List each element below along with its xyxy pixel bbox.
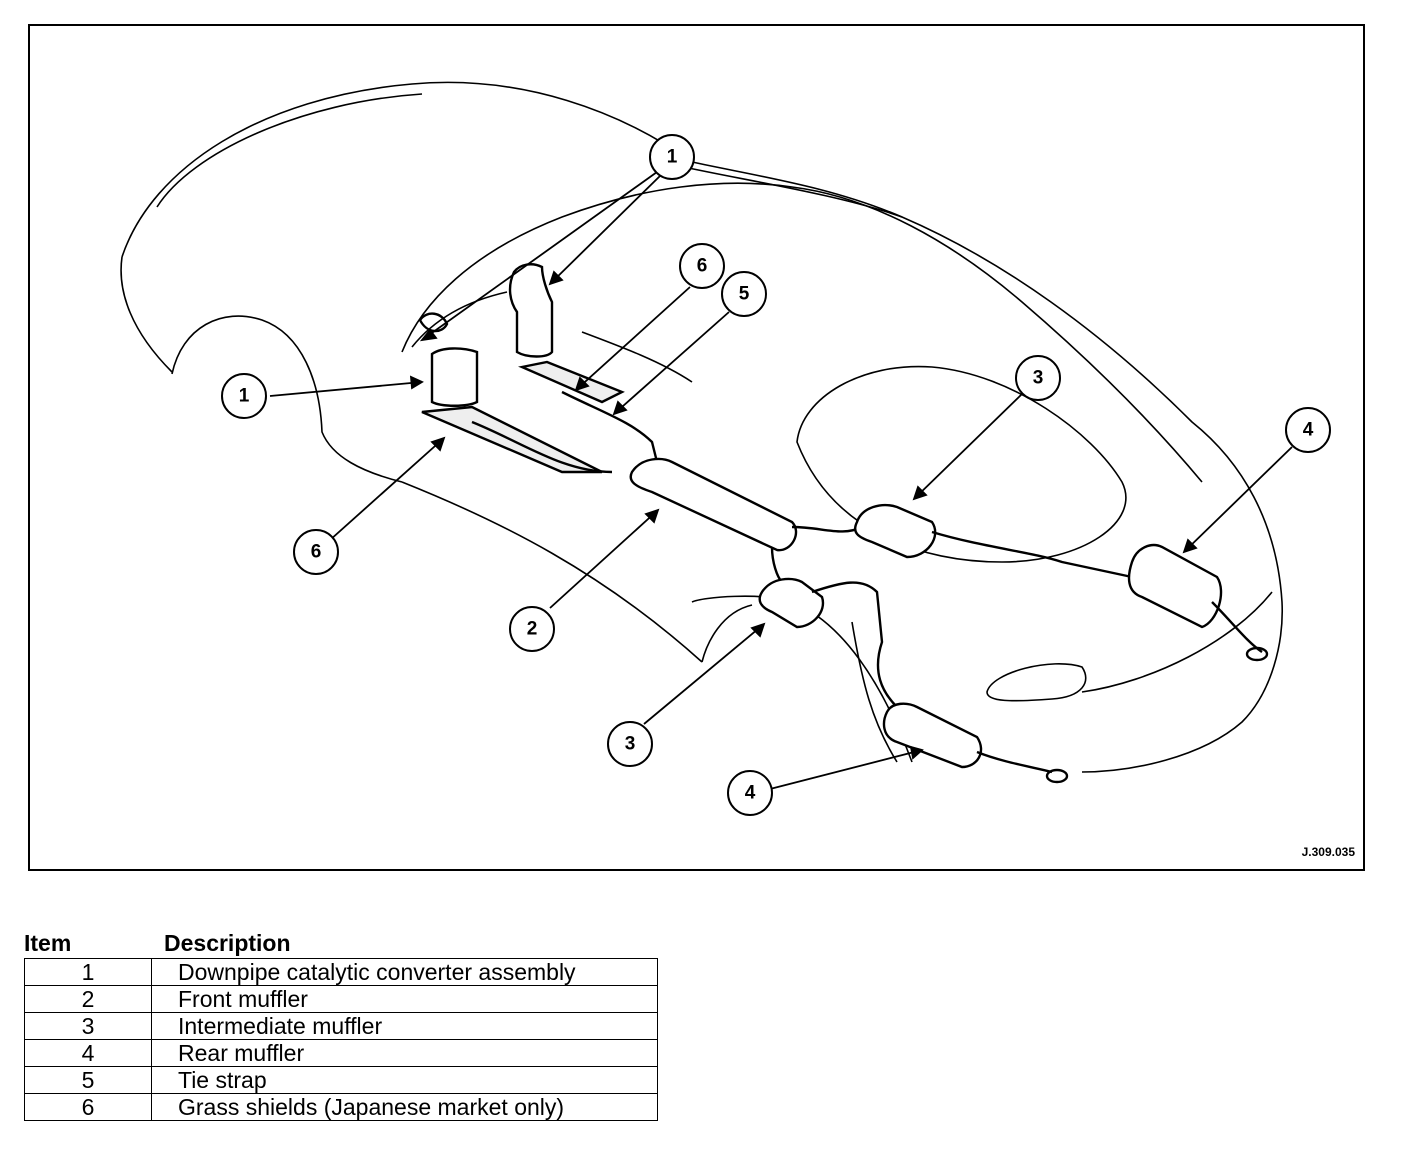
legend-item-description: Grass shields (Japanese market only)	[151, 1093, 658, 1121]
legend-item-description: Front muffler	[151, 985, 658, 1013]
callout-label-6: 6	[311, 542, 322, 563]
legend-item-description: Intermediate muffler	[151, 1012, 658, 1040]
intermediate-muffler-left	[758, 577, 825, 629]
legend-rows: 1 Downpipe catalytic converter assembly …	[24, 958, 658, 1121]
intermediate-muffler-right	[853, 503, 937, 559]
callout-circle	[649, 134, 695, 180]
legend-item-number: 1	[24, 958, 152, 986]
legend-item-number: 4	[24, 1039, 152, 1067]
table-row: 4 Rear muffler	[24, 1039, 658, 1067]
callout-label-3: 3	[625, 734, 636, 755]
callout-label-2: 2	[527, 619, 538, 640]
callout-label-6: 6	[697, 256, 708, 277]
car-body-outline	[120, 81, 1284, 773]
rear-muffler-left	[882, 702, 983, 769]
legend-item-description: Tie strap	[151, 1066, 658, 1094]
downpipe-right	[508, 263, 554, 358]
callout-leaders	[269, 171, 1293, 790]
callout-label-1: 1	[667, 147, 678, 168]
legend-header-description: Description	[164, 930, 291, 956]
callout-circle	[1015, 355, 1061, 401]
callout-circle	[607, 721, 653, 767]
callout-circle	[721, 271, 767, 317]
callout-circle	[293, 529, 339, 575]
front-muffler	[629, 457, 798, 552]
legend-item-number: 6	[24, 1093, 152, 1121]
callout-label-4: 4	[1303, 420, 1314, 441]
table-row: 1 Downpipe catalytic converter assembly	[24, 958, 658, 986]
legend-item-description: Rear muffler	[151, 1039, 658, 1067]
legend-table: Item Description 1 Downpipe catalytic co…	[24, 926, 658, 1121]
legend-item-number: 3	[24, 1012, 152, 1040]
diagram-frame: 1 6 5 1 6 2 3 3 4 4 J.309.035	[28, 24, 1365, 871]
legend-item-number: 5	[24, 1066, 152, 1094]
callout-circle	[727, 770, 773, 816]
exhaust-system-diagram: 1 6 5 1 6 2 3 3 4 4	[120, 81, 1331, 816]
table-row: 6 Grass shields (Japanese market only)	[24, 1093, 658, 1121]
callout-label-5: 5	[739, 284, 750, 305]
legend-item-number: 2	[24, 985, 152, 1013]
callout-circle	[1285, 407, 1331, 453]
exhaust-components	[418, 263, 1269, 784]
callout-label-4: 4	[745, 783, 756, 804]
legend-header: Item Description	[24, 926, 658, 958]
table-row: 5 Tie strap	[24, 1066, 658, 1094]
callout-circles	[221, 134, 1331, 816]
callout-circle	[679, 243, 725, 289]
figure-code: J.309.035	[1301, 845, 1355, 859]
rear-muffler-right	[1127, 543, 1223, 629]
callout-circle	[509, 606, 555, 652]
callout-circle	[221, 373, 267, 419]
legend-header-item: Item	[24, 930, 72, 956]
table-row: 2 Front muffler	[24, 985, 658, 1013]
legend-item-description: Downpipe catalytic converter assembly	[151, 958, 658, 986]
callout-label-1: 1	[239, 386, 250, 407]
callout-label-3: 3	[1033, 368, 1044, 389]
table-row: 3 Intermediate muffler	[24, 1012, 658, 1040]
downpipe-left	[430, 347, 479, 407]
